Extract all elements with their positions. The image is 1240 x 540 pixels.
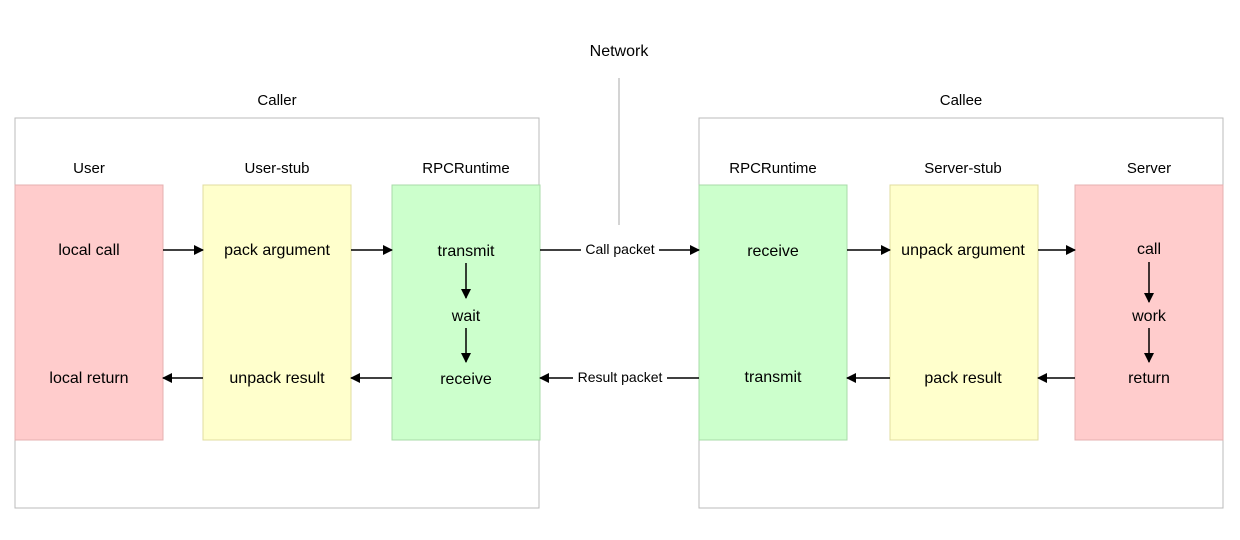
user-local-call: local call [58,242,119,259]
call-packet-label: Call packet [585,241,654,257]
rpc-caller-box [391,184,541,441]
user-box [14,184,164,441]
callee-label: Callee [940,92,983,109]
header-rpc-callee: RPCRuntime [729,160,817,177]
header-server: Server [1127,160,1171,177]
header-server-stub: Server-stub [924,160,1002,177]
user-local-return: local return [49,370,128,387]
header-user: User [73,160,105,177]
header-rpc-caller: RPCRuntime [422,160,510,177]
user-stub-unpack-result: unpack result [229,370,325,387]
rpc-callee-box [698,184,848,441]
rpc-caller-wait: wait [451,308,481,325]
header-user-stub: User-stub [244,160,309,177]
user-stub-box [202,184,352,441]
rpc-callee-receive: receive [747,243,799,260]
caller-label: Caller [257,92,296,109]
server-call: call [1137,241,1161,258]
server-stub-unpack-argument: unpack argument [901,242,1025,259]
network-label: Network [590,43,650,60]
rpc-callee-transmit: transmit [745,369,802,386]
rpc-caller-receive: receive [440,371,492,388]
server-work: work [1131,308,1167,325]
server-return: return [1128,370,1170,387]
server-stub-pack-result: pack result [924,370,1002,387]
rpc-caller-transmit: transmit [438,243,495,260]
result-packet-label: Result packet [578,369,663,385]
user-stub-pack-argument: pack argument [224,242,330,259]
server-stub-box [889,184,1039,441]
server-box [1074,184,1224,441]
